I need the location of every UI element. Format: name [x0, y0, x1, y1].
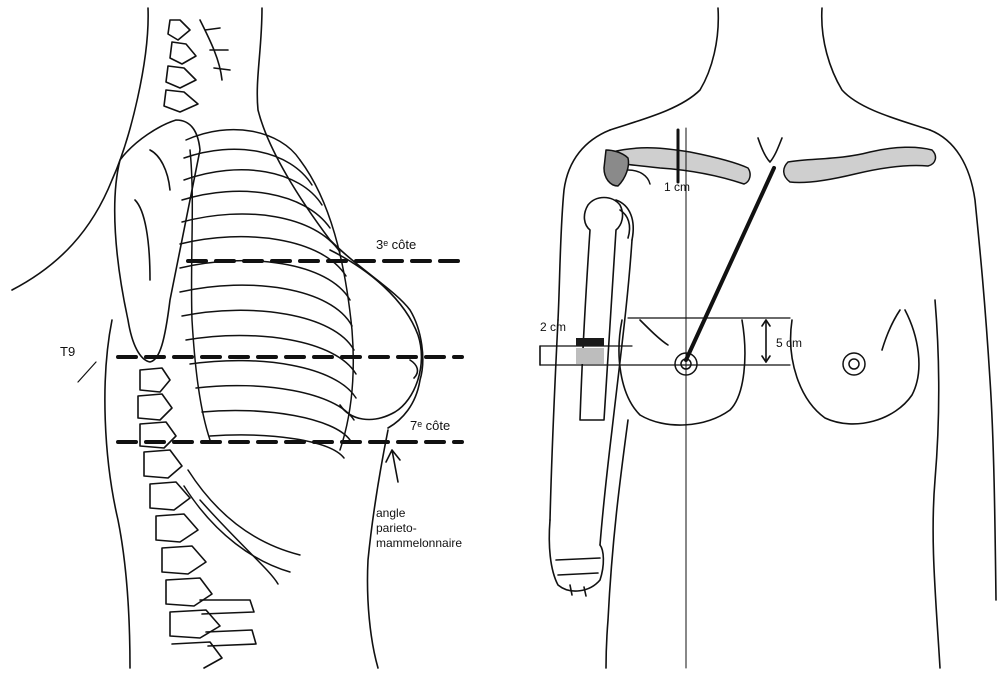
- angle-label-line3: mammelonnaire: [376, 536, 462, 551]
- t9-label: T9: [60, 344, 75, 359]
- right-nipple-inner: [849, 359, 859, 369]
- sternal-nipple-line: [686, 168, 774, 360]
- spine: [138, 20, 256, 668]
- angle-label-line2: parieto-: [376, 521, 462, 536]
- vertical-offset-label: 5 cm: [776, 336, 802, 351]
- left-clavicle: [612, 148, 750, 184]
- two-cm-shade: [576, 348, 604, 364]
- acromion-shade: [604, 150, 629, 186]
- hand: [549, 520, 603, 596]
- two-cm-bar: [576, 338, 604, 346]
- seventh-rib-label: 7ᵉ côte: [410, 418, 450, 433]
- right-nipple-outer: [843, 353, 865, 375]
- angle-label: angle parieto- mammelonnaire: [376, 506, 462, 551]
- left-breast: [619, 320, 745, 425]
- third-rib-label: 3ᵉ côte: [376, 237, 416, 252]
- right-breast: [791, 310, 919, 424]
- angle-arrow: [386, 450, 400, 482]
- right-clavicle: [784, 147, 936, 182]
- back-outline: [12, 8, 148, 290]
- t9-leader: [78, 362, 96, 382]
- horizontal-offset-label: 2 cm: [540, 320, 566, 335]
- lower-back-outline: [105, 320, 130, 668]
- angle-label-line1: angle: [376, 506, 462, 521]
- frontal-torso: [550, 8, 996, 668]
- clavicle-distance-label: 1 cm: [664, 180, 690, 195]
- measurement-lines: [540, 128, 790, 668]
- lateral-torso: [12, 8, 423, 668]
- sternal-notch: [758, 138, 782, 162]
